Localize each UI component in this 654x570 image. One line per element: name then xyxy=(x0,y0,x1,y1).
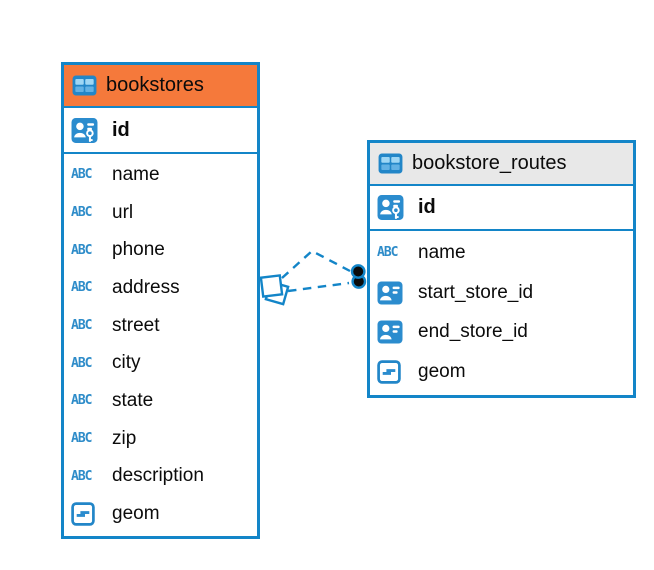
geometry-type-icon xyxy=(71,502,95,526)
table-icon xyxy=(72,75,97,96)
field-label: name xyxy=(112,163,160,185)
text-type-icon: ABC xyxy=(71,355,93,372)
table-icon xyxy=(378,153,403,174)
text-type-icon: ABC xyxy=(71,166,93,183)
pk-label: id xyxy=(112,118,130,141)
field-label: description xyxy=(112,465,204,487)
text-type-icon: ABC xyxy=(71,317,93,334)
field-label: phone xyxy=(112,239,165,261)
entity-table-bookstores[interactable]: bookstores id ABC name ABC url ABC phone… xyxy=(61,62,260,539)
fk-type-icon xyxy=(377,280,403,306)
relationship-source-marker[interactable] xyxy=(259,274,290,306)
field-list: ABC name ABC url ABC phone ABC address A… xyxy=(64,154,257,536)
relationship-line-end-store[interactable] xyxy=(287,281,350,293)
field-row[interactable]: ABC city xyxy=(64,344,257,383)
field-row[interactable]: ABC name xyxy=(370,233,633,273)
table-title: bookstore_routes xyxy=(412,152,567,174)
text-type-icon: ABC xyxy=(71,204,93,221)
field-row[interactable]: ABC phone xyxy=(64,231,257,270)
field-label: geom xyxy=(418,361,466,383)
pk-label: id xyxy=(418,196,436,218)
field-row[interactable]: ABC name xyxy=(64,156,257,194)
field-label: street xyxy=(112,314,160,336)
fk-type-icon xyxy=(377,319,403,345)
geometry-type-icon xyxy=(377,360,401,384)
field-label: state xyxy=(112,389,154,411)
field-label: name xyxy=(418,241,466,263)
table-header-bookstore-routes[interactable]: bookstore_routes xyxy=(370,143,633,186)
text-type-icon: ABC xyxy=(71,468,93,485)
relationship-target-marker[interactable] xyxy=(350,264,367,289)
field-row[interactable]: ABC description xyxy=(64,457,257,496)
field-row[interactable]: start_store_id xyxy=(370,272,633,313)
field-row[interactable]: end_store_id xyxy=(370,312,633,353)
text-type-icon: ABC xyxy=(377,245,399,261)
text-type-icon: ABC xyxy=(71,242,93,259)
field-label: address xyxy=(112,276,180,298)
relationship-line-start-store[interactable] xyxy=(281,249,351,279)
field-row[interactable]: ABC url xyxy=(64,193,257,232)
field-row[interactable]: ABC street xyxy=(64,306,257,345)
field-row[interactable]: ABC state xyxy=(64,382,257,420)
text-type-icon: ABC xyxy=(71,393,93,409)
text-type-icon: ABC xyxy=(71,280,93,296)
pk-row-id[interactable]: id xyxy=(64,108,257,154)
pk-type-icon xyxy=(71,117,98,144)
field-label: zip xyxy=(112,427,137,449)
entity-table-bookstore-routes[interactable]: bookstore_routes id ABC name start_store… xyxy=(367,140,636,398)
field-row[interactable]: ABC zip xyxy=(64,419,257,458)
table-title: bookstores xyxy=(106,74,204,96)
text-type-icon: ABC xyxy=(71,430,93,447)
field-label: url xyxy=(112,201,134,223)
field-row[interactable]: geom xyxy=(370,352,633,393)
table-header-bookstores[interactable]: bookstores xyxy=(64,65,257,108)
field-row[interactable]: ABC address xyxy=(64,269,257,307)
field-label: geom xyxy=(112,503,160,525)
field-label: city xyxy=(112,352,141,374)
field-list: ABC name start_store_id end_store_id geo… xyxy=(370,231,633,395)
field-label: start_store_id xyxy=(418,281,534,303)
pk-row-id[interactable]: id xyxy=(370,186,633,231)
field-label: end_store_id xyxy=(418,321,528,343)
pk-type-icon xyxy=(377,194,404,221)
field-row[interactable]: geom xyxy=(64,495,257,533)
